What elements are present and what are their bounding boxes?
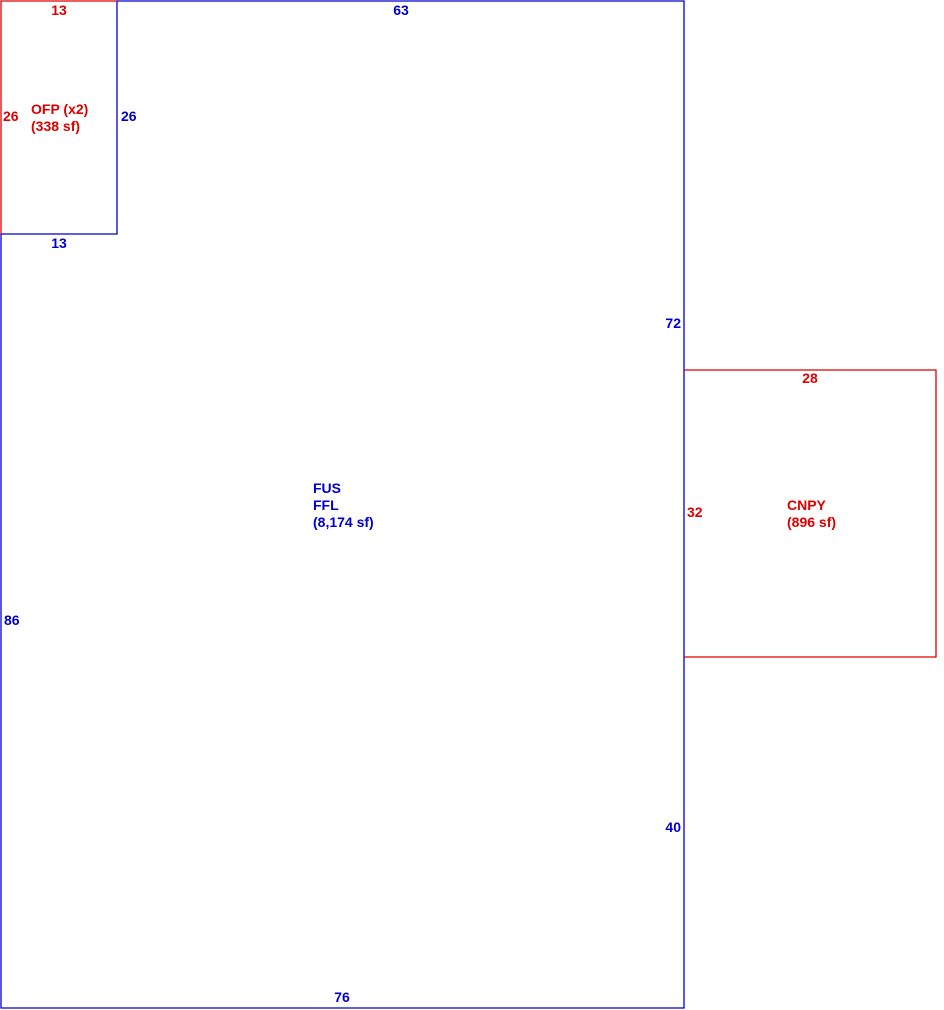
main-area-code: FUS [313,480,341,496]
dim-main-bottom: 76 [334,989,350,1005]
main-area-size: (8,174 sf) [313,514,374,530]
dim-main-right-upper: 72 [665,315,681,331]
porch-size: (338 sf) [31,118,80,134]
main-area-label: FUS FFL (8,174 sf) [313,480,374,530]
canopy-outline [684,369,937,658]
dim-main-top: 63 [393,2,409,18]
dim-canopy-top: 28 [802,370,818,386]
dim-notch-bottom: 13 [51,235,67,251]
porch-code: OFP (x2) [31,101,88,117]
canopy-label: CNPY (896 sf) [787,497,836,530]
canopy-size: (896 sf) [787,514,836,530]
porch-outline [0,0,117,234]
dim-main-left: 86 [4,612,20,628]
dim-main-right-lower: 40 [665,819,681,835]
porch-label: OFP (x2) (338 sf) [31,101,92,134]
dim-canopy-left: 32 [687,504,703,520]
main-building-outline [0,0,685,1009]
canopy-code: CNPY [787,497,827,513]
dim-porch-top: 13 [51,2,67,18]
dim-porch-left: 26 [3,108,19,124]
main-area-floor: FFL [313,497,339,513]
dim-notch-right: 26 [121,108,137,124]
